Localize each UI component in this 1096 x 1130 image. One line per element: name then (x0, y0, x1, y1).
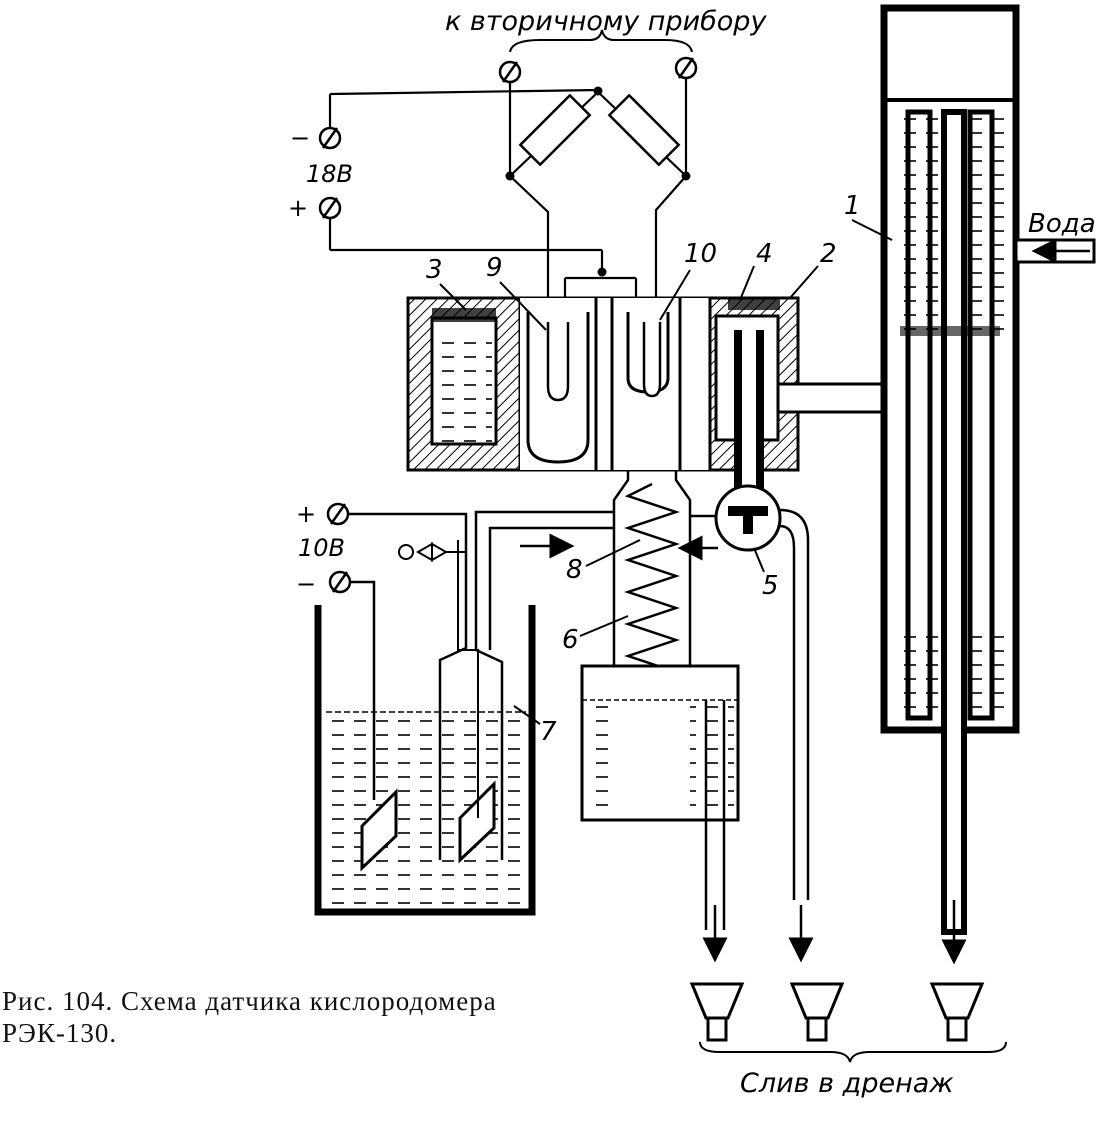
top-brace (509, 29, 693, 53)
gas-tube-left (338, 512, 468, 860)
part-label-8: 8 (566, 555, 583, 585)
top-label: к вторичному прибору (445, 6, 767, 37)
bath-water-right (690, 700, 734, 816)
terminal-minus-10v (328, 570, 352, 594)
electrode-left-wire (350, 580, 376, 800)
gas-tube-right-outer (474, 510, 614, 860)
caption-line-1: Рис. 104. Схема датчика кислородомера (2, 986, 497, 1016)
electrode-right (458, 780, 496, 864)
minus-10v: − (296, 570, 316, 598)
drain-pipe-left (704, 700, 726, 930)
terminal-plus-18v (318, 196, 342, 220)
thermistor-9 (546, 322, 570, 402)
part-label-9: 9 (486, 253, 503, 283)
voltage-18v-label: 18В (306, 160, 353, 188)
bridge-node-left (505, 171, 515, 181)
gas-tube-right-inner (488, 526, 614, 650)
inlet-tube-inner (742, 330, 756, 488)
minus-18v: − (290, 124, 310, 152)
part-labels: 1 2 3 4 5 6 7 8 9 10 (426, 191, 893, 747)
part-label-3: 3 (426, 255, 443, 285)
drain-pipe-middle-inner (779, 524, 796, 900)
part-label-5: 5 (762, 571, 779, 601)
tee-valve-stem (743, 506, 753, 534)
bottom-label: Слив в дренаж (740, 1068, 954, 1099)
part-label-2: 2 (820, 239, 837, 269)
output-terminal-right (674, 56, 698, 80)
gas-valve (398, 542, 466, 562)
electrolyser-liquid (326, 712, 526, 906)
drain-funnel-middle (789, 982, 845, 1042)
thermistor-10 (642, 322, 662, 398)
caption-line-2: РЭК-130. (2, 1018, 118, 1048)
thermistor-well-9 (526, 312, 590, 464)
plus-10v: + (296, 500, 316, 528)
bridge-node-right (681, 171, 691, 181)
part-label-10: 10 (684, 239, 717, 269)
part-label-4: 4 (756, 239, 773, 269)
part-label-1: 1 (844, 191, 861, 221)
water-label: Вода (1028, 209, 1096, 239)
part-label-7: 7 (540, 717, 557, 747)
drain-funnel-left (689, 982, 745, 1042)
electrode-left (360, 788, 398, 872)
block-left-chamber-water (436, 338, 492, 442)
cooler-connector-tube (776, 382, 898, 414)
bridge-node-top (593, 86, 603, 96)
part-4-cap (728, 298, 780, 310)
voltage-10v-label: 10В (298, 534, 345, 562)
cooler-inner-tube-left (905, 109, 933, 721)
electrolyser-vessel-7 (314, 605, 536, 916)
drain-funnel-right (929, 982, 985, 1042)
plus-18v: + (288, 194, 308, 222)
terminal-minus-18v (318, 126, 342, 150)
electrode-right-lead (457, 540, 479, 818)
output-terminal-left (498, 60, 522, 84)
bridge-resistor-left (518, 93, 592, 167)
bath-water-left (586, 700, 614, 816)
part-label-6: 6 (562, 625, 579, 655)
figure-caption: Рис. 104. Схема датчика кислородомера РЭ… (2, 985, 672, 1049)
drain-pipe-middle-outer (779, 508, 810, 900)
cooler-inner-tube-right (967, 109, 995, 721)
cooler-seal-top (900, 326, 1000, 336)
bridge-node-bottom (597, 267, 607, 277)
part-3-cap (432, 308, 496, 322)
terminal-plus-10v (326, 502, 350, 526)
cooler-center-drain (941, 109, 967, 935)
bridge-resistor-right (607, 93, 681, 167)
bottom-brace (699, 1041, 1007, 1063)
